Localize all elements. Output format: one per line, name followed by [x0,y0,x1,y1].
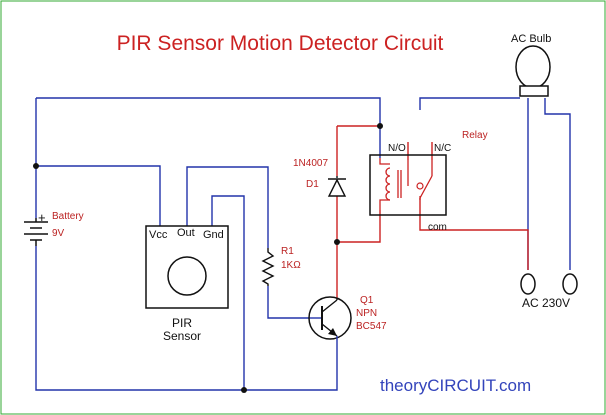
battery-plus-sign: + [38,210,46,225]
diode-symbol [327,176,347,197]
r1-ref-label: R1 [281,246,294,257]
pir-out-label: Out [177,227,195,239]
ac-supply-label: AC 230V [522,296,570,310]
diagram-title: PIR Sensor Motion Detector Circuit [117,32,444,55]
watermark-prefix: theory [380,376,428,395]
wire-out [186,166,269,248]
ac-bulb-symbol [515,45,551,97]
wire-ground-rail [35,246,338,391]
wire-com [419,198,529,270]
red-wires [336,125,529,298]
pir-vcc-label: Vcc [149,229,168,241]
pir-name-line1: PIR [172,316,192,330]
wire-coil-bottom [337,210,381,243]
ac-terminal-right [562,273,578,295]
transistor-symbol [308,296,352,355]
ac-terminal-left [520,273,536,295]
relay-pivot [416,182,424,190]
relay-com-label: com [428,222,447,233]
watermark-brand: CIRCUIT [427,376,496,395]
wire-vcc [36,165,161,226]
diode-part-label: 1N4007 [293,158,328,169]
pir-sensor-lens [167,256,207,296]
relay-label: Relay [462,130,488,141]
relay-nc-label: N/C [434,143,451,154]
relay-body [369,154,447,216]
wire-bulb-left [419,97,520,110]
transistor-ref-label: Q1 [360,295,374,306]
junction-dots [33,123,383,393]
battery-label: Battery [52,211,84,222]
battery-voltage: 9V [52,228,65,239]
r1-resistor-symbol [261,248,275,286]
relay-coil [379,158,402,210]
diode-ref-label: D1 [306,179,319,190]
battery-symbol [24,218,48,246]
pir-gnd-label: Gnd [203,229,224,241]
relay-symbol [369,154,447,216]
watermark-suffix: .com [494,376,531,395]
transistor-part-label: BC547 [356,321,387,332]
relay-contacts [407,160,433,200]
r1-value-label: 1KΩ [281,260,301,271]
relay-no-label: N/O [388,143,406,154]
watermark: theoryCIRCUIT.com [380,376,531,395]
transistor-type-label: NPN [356,308,377,319]
wire-r1-base [267,286,310,319]
pir-name-line2: Sensor [163,329,201,343]
wire-top-rail [36,97,381,126]
blue-wires [35,97,571,391]
ac-bulb-label: AC Bulb [511,33,551,45]
wire-gnd [211,195,245,390]
wire-bulb-to-ac2 [544,98,571,270]
